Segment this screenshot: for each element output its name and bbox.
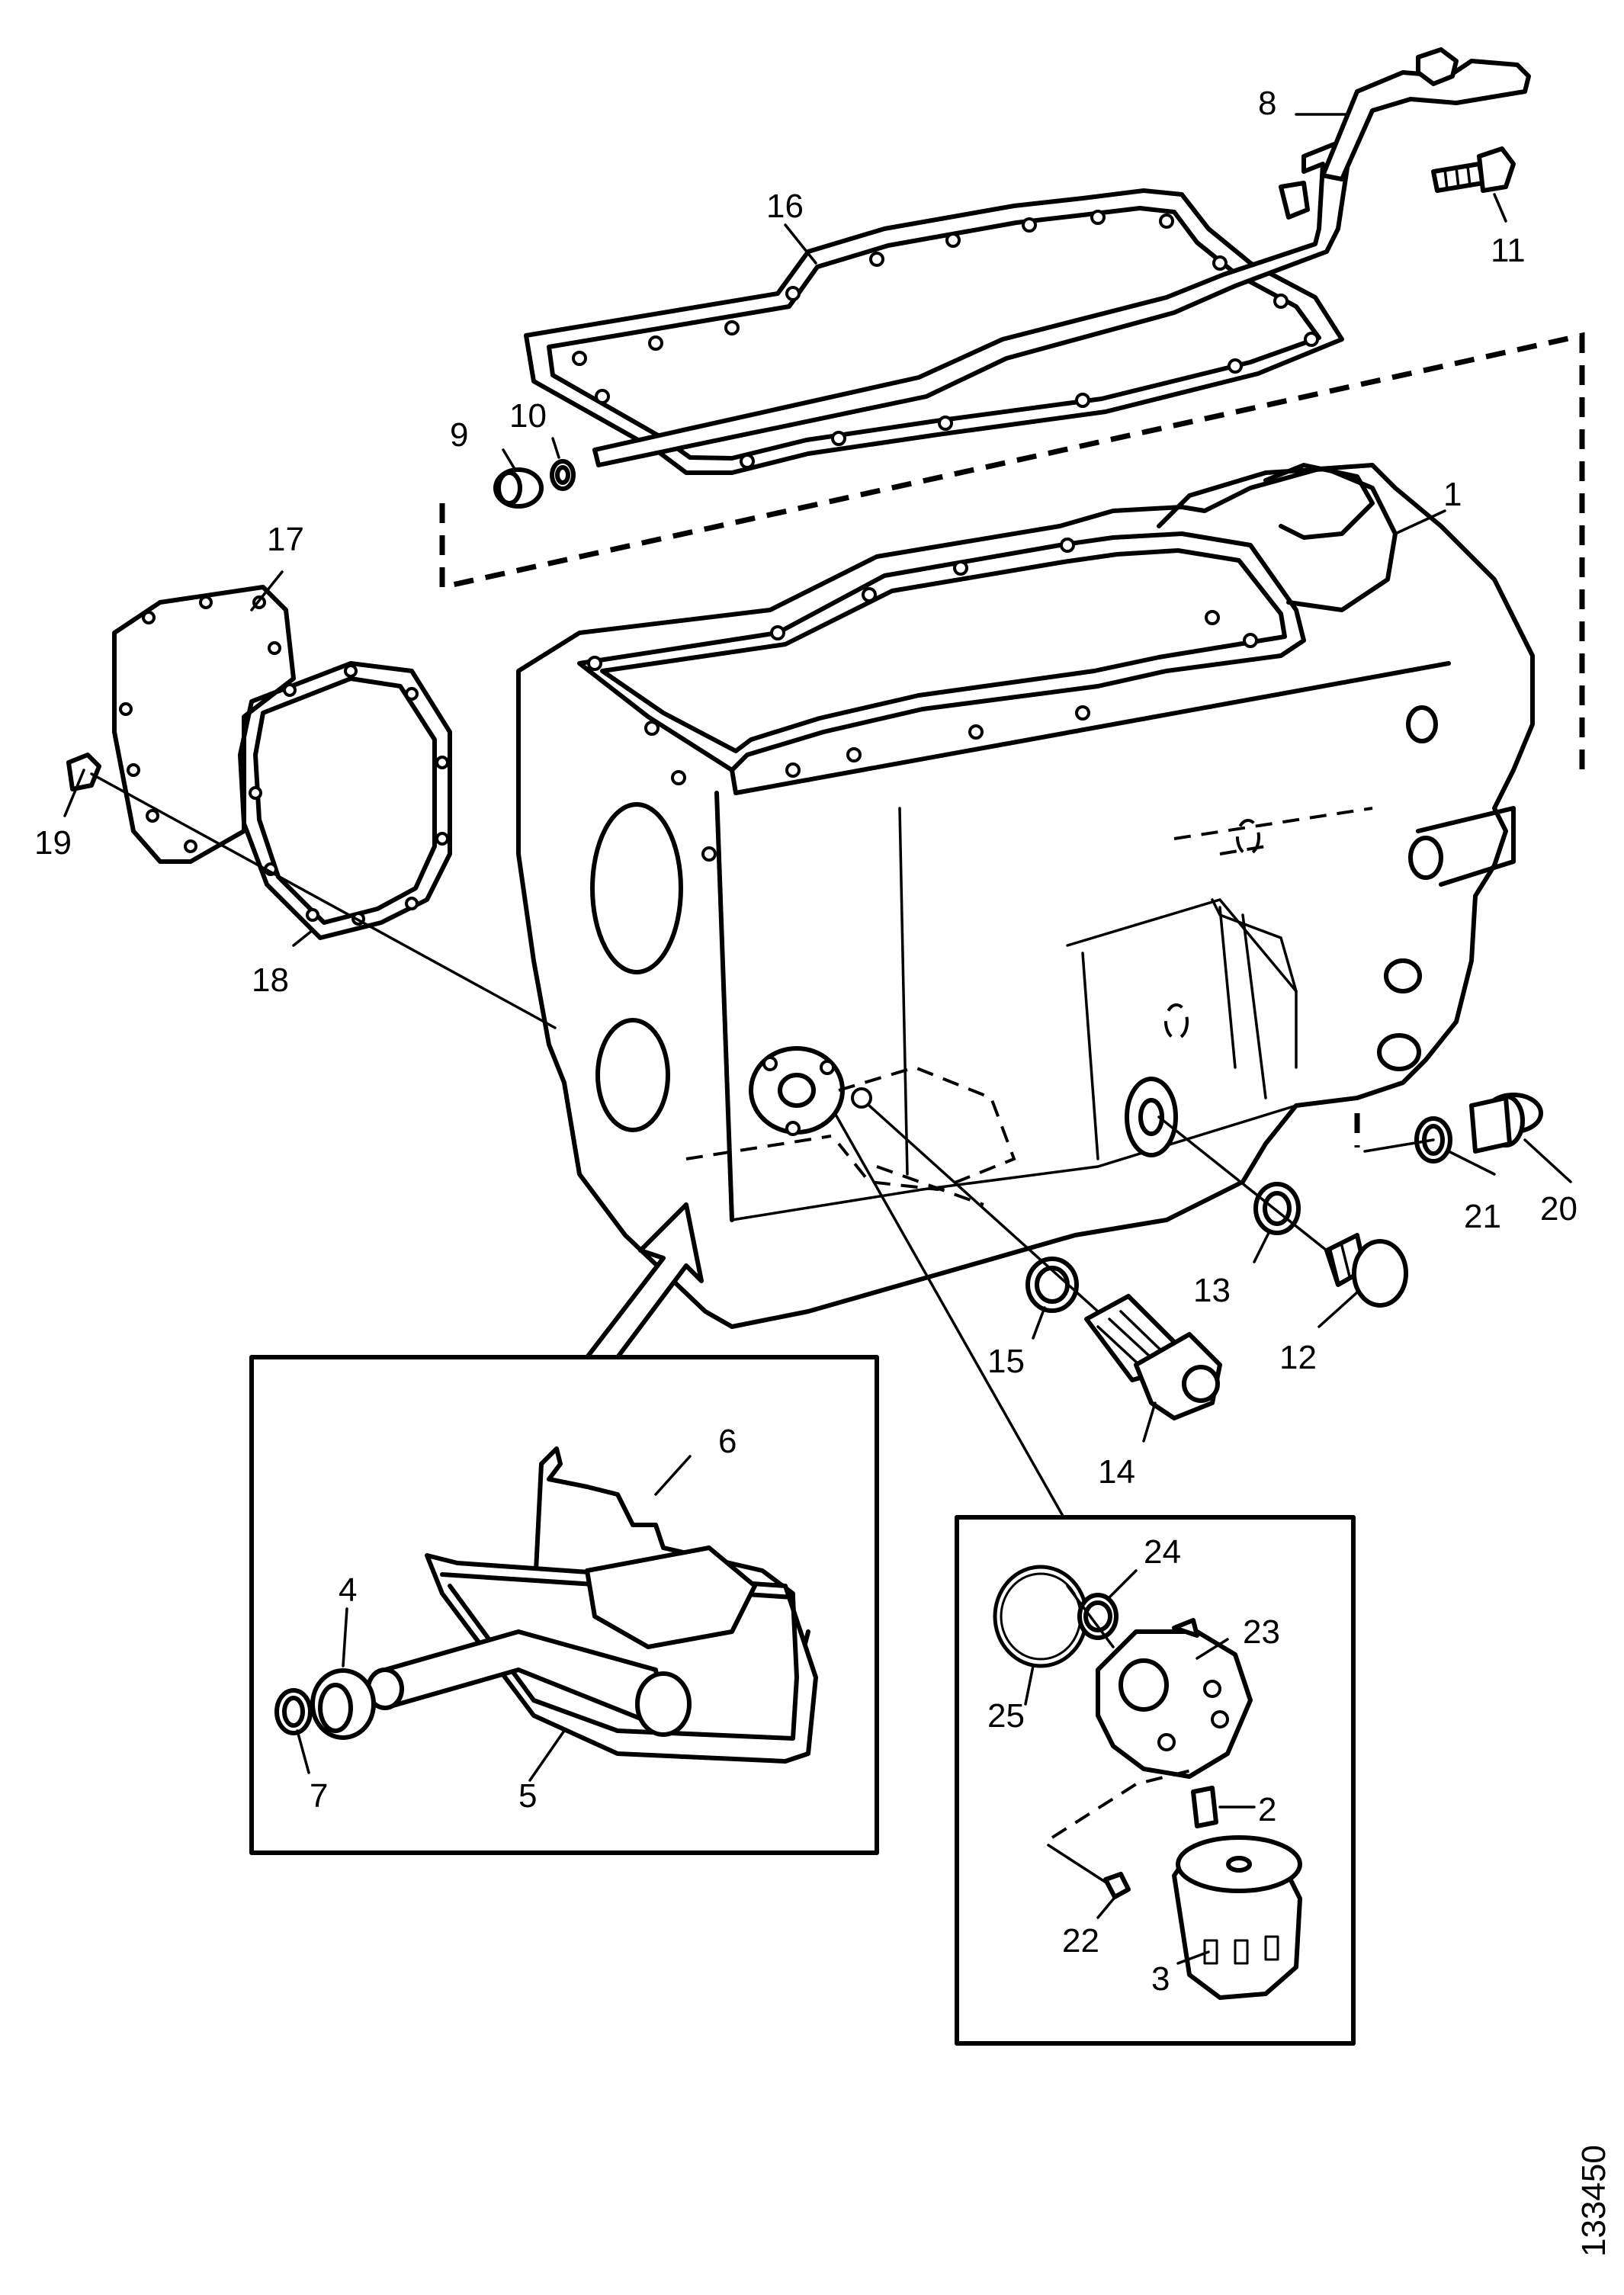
detail-arrow	[585, 1112, 1065, 1519]
oil-pipe	[592, 47, 1531, 467]
leader-lines	[63, 113, 1572, 1965]
callout-14: 14	[1098, 1453, 1135, 1491]
callout-7: 7	[310, 1777, 328, 1815]
callout-11: 11	[1491, 232, 1526, 269]
side-cover	[112, 585, 296, 864]
seal-ring-15	[868, 1104, 1099, 1313]
callout-21: 21	[1464, 1198, 1501, 1235]
bolt-11	[1431, 146, 1516, 193]
callout-18: 18	[252, 961, 289, 999]
callout-16: 16	[766, 188, 804, 225]
callout-20: 20	[1540, 1190, 1577, 1228]
callout-13: 13	[1193, 1272, 1231, 1309]
mounting-plane-dashed	[439, 332, 1585, 1148]
callout-23: 23	[1243, 1613, 1280, 1651]
callout-labels: 1 2 3 4 5 6 7 8 9 10 11 12 13 14 15 16 1…	[34, 85, 1577, 1998]
inset-strainer	[249, 1355, 879, 1855]
callout-25: 25	[987, 1697, 1025, 1735]
callout-8: 8	[1258, 85, 1276, 122]
callout-9: 9	[450, 416, 468, 454]
callout-2: 2	[1258, 1791, 1276, 1828]
seal-ring-13	[1157, 1115, 1328, 1252]
side-cover-gasket	[238, 661, 452, 940]
callout-15: 15	[987, 1343, 1025, 1380]
callout-24: 24	[1144, 1533, 1181, 1571]
o-ring-10	[550, 459, 576, 491]
callout-22: 22	[1062, 1922, 1099, 1960]
plug-20	[1469, 1093, 1543, 1154]
figure-id-number: 133450	[1575, 2145, 1613, 2257]
callout-1: 1	[1443, 476, 1462, 513]
inset-oil-filter	[955, 1515, 1356, 2046]
callout-6: 6	[718, 1423, 737, 1460]
seal-ring-21	[1363, 1116, 1452, 1164]
seal-9	[493, 467, 544, 509]
callout-12: 12	[1279, 1339, 1317, 1376]
callout-17: 17	[267, 521, 304, 558]
callout-4: 4	[339, 1571, 357, 1609]
oil-pan-gasket	[524, 188, 1344, 475]
plug-12	[1324, 1233, 1408, 1308]
oil-sump-housing	[516, 463, 1535, 1329]
callout-10: 10	[509, 397, 547, 435]
callout-19: 19	[34, 824, 72, 862]
callout-3: 3	[1151, 1960, 1170, 1998]
valve-14	[1084, 1294, 1222, 1420]
callout-5: 5	[518, 1777, 537, 1815]
